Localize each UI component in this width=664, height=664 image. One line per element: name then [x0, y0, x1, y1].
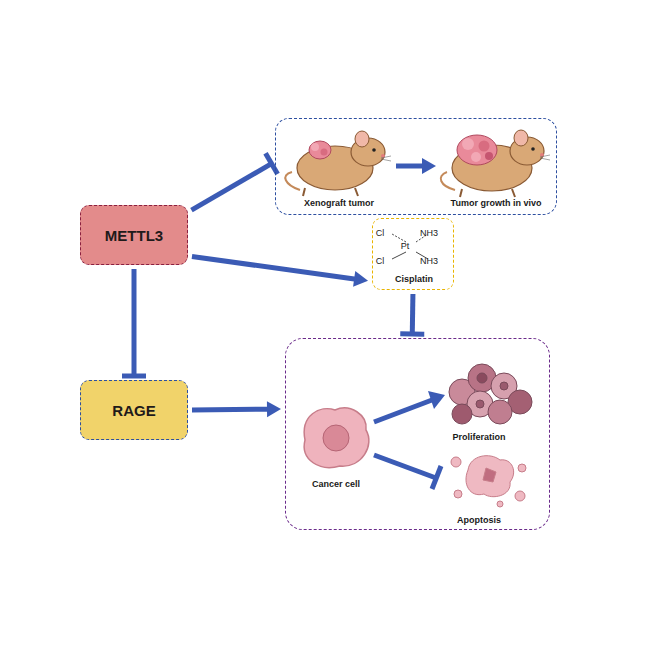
node-text: RAGE [112, 402, 155, 419]
chem-label: Cl [376, 228, 385, 238]
node-text: Proliferation [452, 432, 505, 442]
node-text: Tumor growth in vivo [451, 198, 542, 208]
connector [122, 269, 146, 376]
mouse-illustration [285, 131, 391, 196]
gene-box: RAGE [80, 380, 188, 440]
progress-arrow [396, 158, 436, 174]
connector [192, 257, 368, 287]
cancer-cell [304, 408, 369, 468]
proliferation-cluster [449, 364, 532, 424]
connector [191, 153, 277, 210]
mouse-illustration [441, 130, 550, 197]
node-text: Cancer cell [312, 479, 360, 489]
node-text: Cisplatin [395, 274, 433, 284]
drug-box: Cisplatin [372, 218, 454, 290]
xenograft-panel: Xenograft tumor Tumor growth in vivo [275, 118, 557, 215]
connector [192, 401, 281, 417]
connector [400, 294, 424, 334]
cell-panel: Cancer cell ProliferationApoptosis [285, 338, 550, 530]
gene-box: METTL3 [80, 205, 188, 265]
chem-label: NH3 [420, 228, 438, 238]
chem-label: NH3 [420, 256, 438, 266]
cell-arrows [374, 391, 445, 489]
node-text: Apoptosis [457, 515, 501, 525]
apoptosis-cell [451, 456, 526, 507]
chem-label: Pt [401, 241, 410, 251]
node-text: METTL3 [105, 227, 163, 244]
chem-label: Cl [376, 256, 385, 266]
node-text: Xenograft tumor [304, 198, 374, 208]
